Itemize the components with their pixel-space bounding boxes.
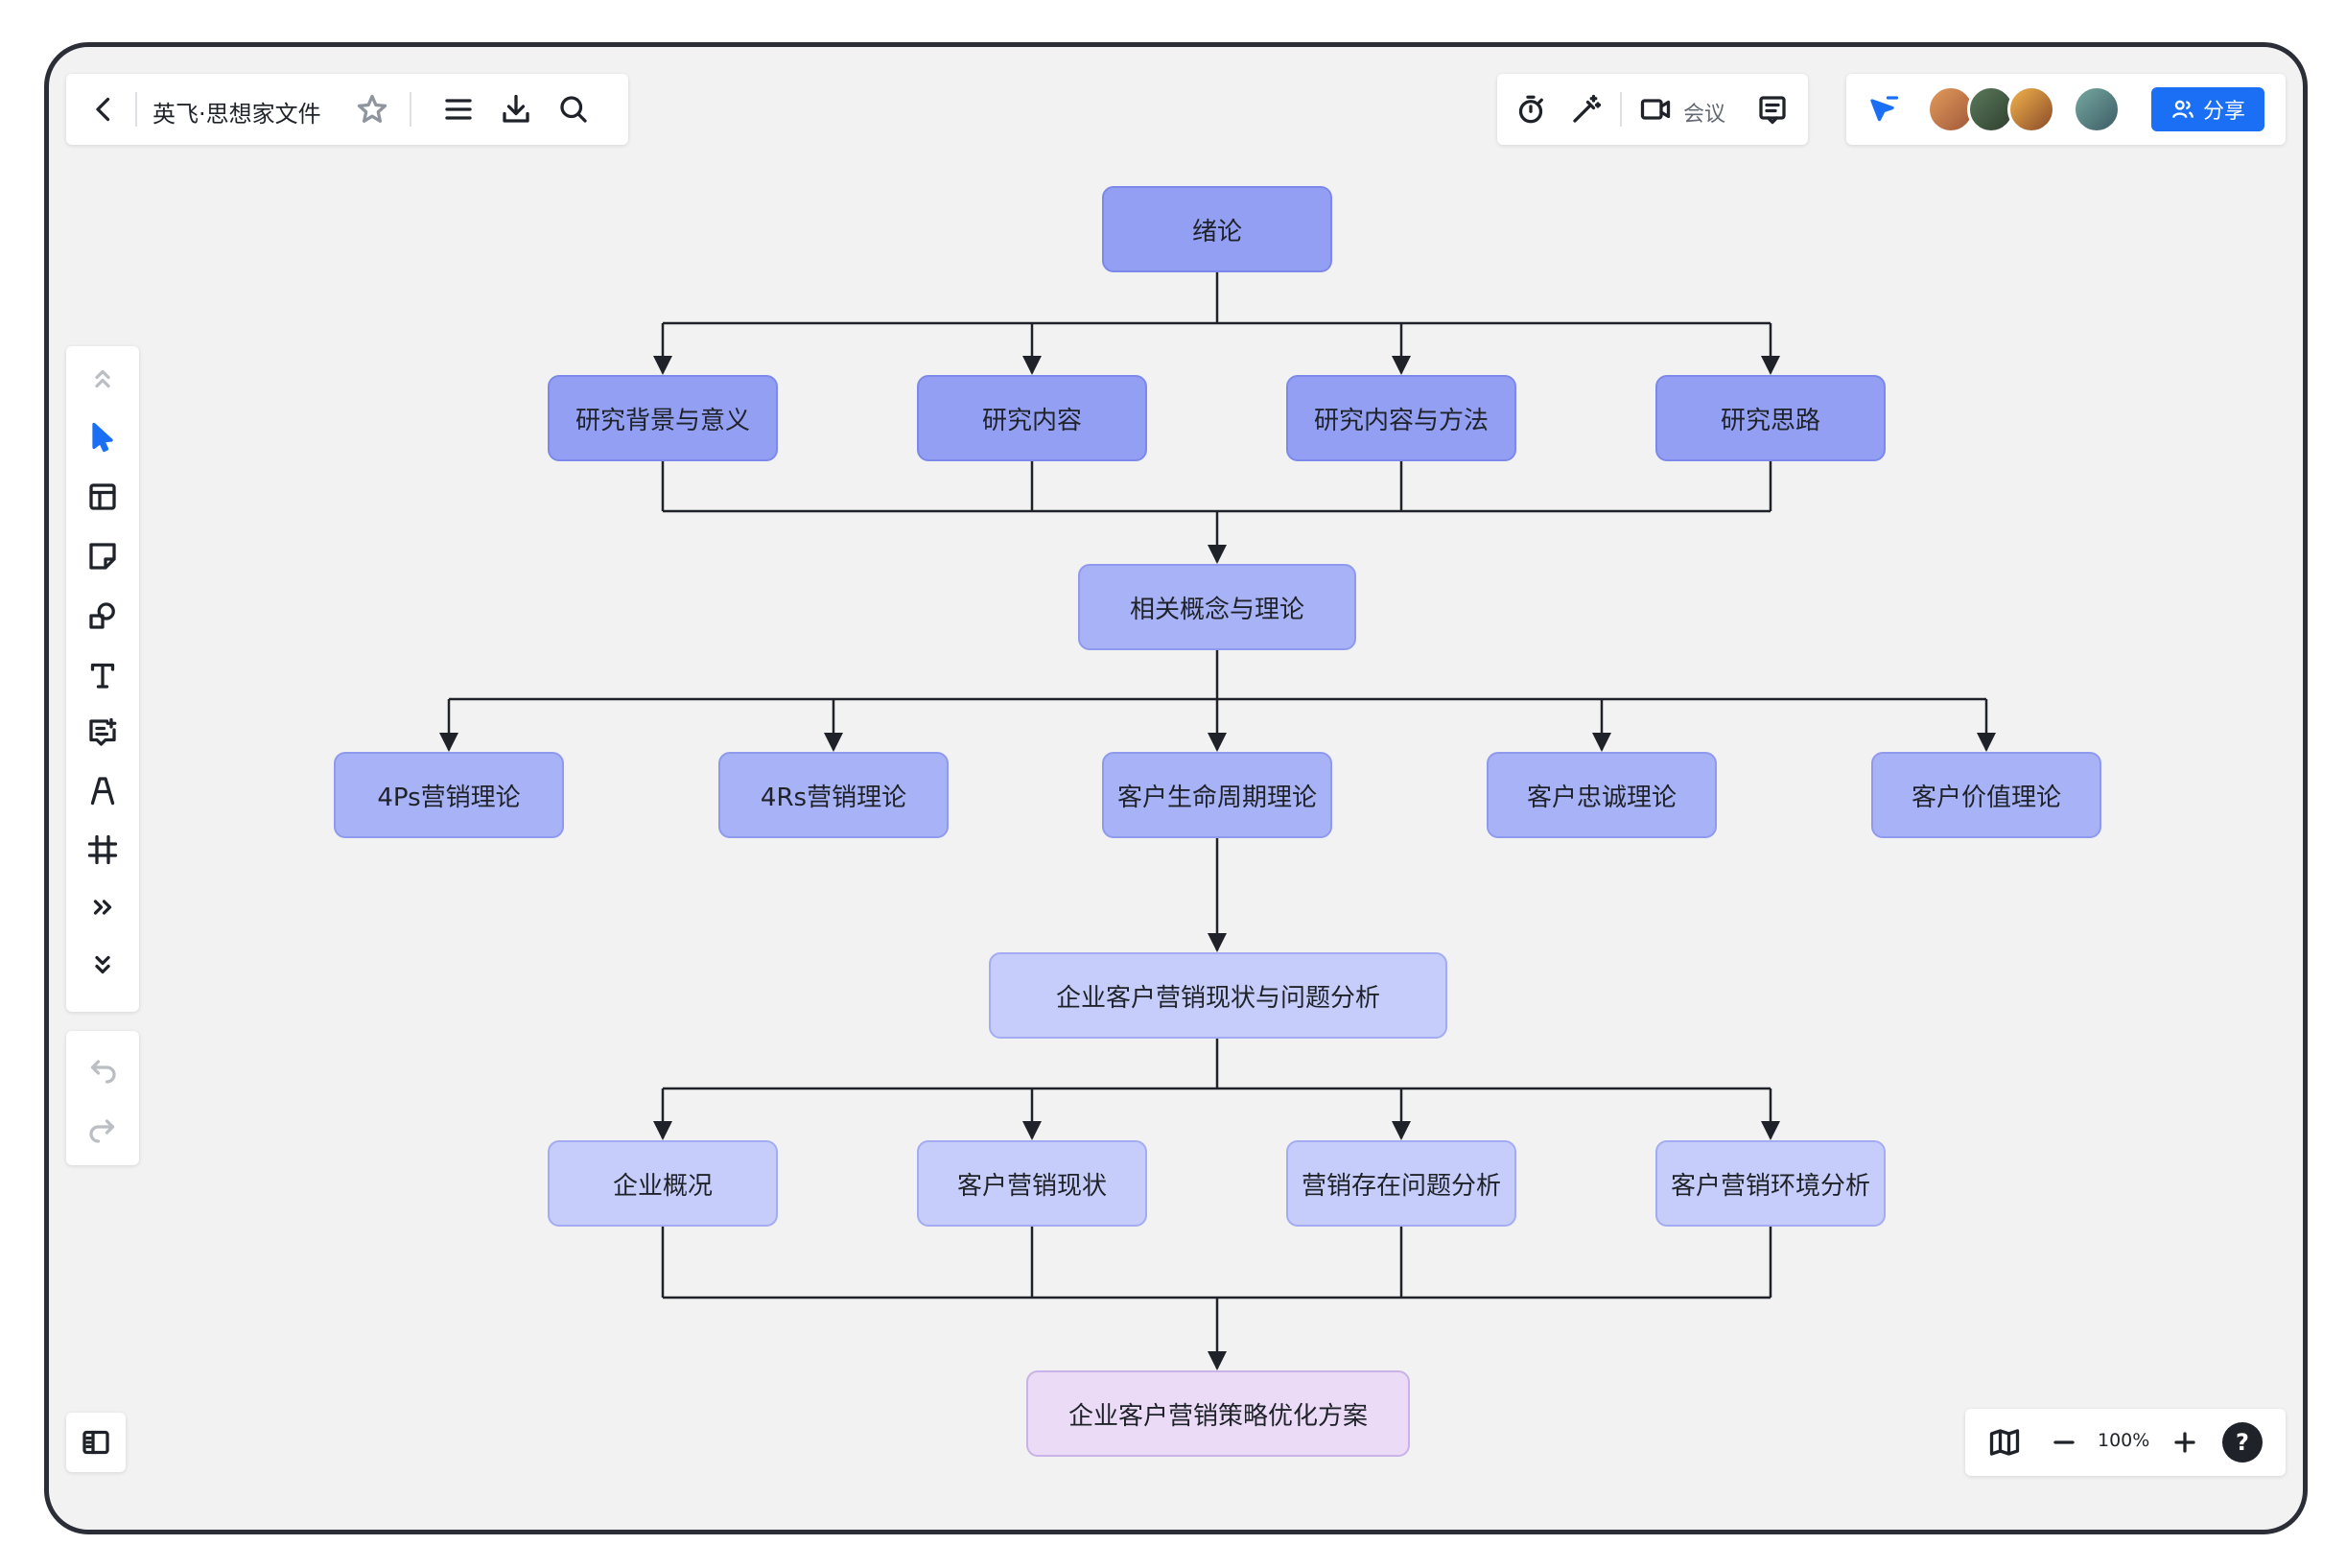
- divider: [1620, 92, 1622, 127]
- search-icon: [560, 96, 587, 123]
- expand-down-button[interactable]: [79, 941, 127, 989]
- node-level3[interactable]: 营销存在问题分析: [1286, 1140, 1516, 1227]
- search-button[interactable]: [550, 85, 598, 133]
- video-camera-icon: [1640, 99, 1671, 120]
- node-level1[interactable]: 研究内容与方法: [1286, 375, 1516, 461]
- minus-icon: [2053, 1440, 2075, 1444]
- select-tool[interactable]: [79, 413, 127, 461]
- pointer-icon: [1870, 96, 1899, 122]
- plus-icon: [2174, 1432, 2195, 1453]
- frame-tool[interactable]: [79, 826, 127, 874]
- share-toolbar: 分享: [1846, 74, 2286, 145]
- node-level3[interactable]: 企业概况: [548, 1140, 778, 1227]
- comments-button[interactable]: [1748, 85, 1796, 133]
- file-title[interactable]: 英飞·思想家文件: [152, 101, 321, 128]
- magic-wand-icon: [1573, 94, 1602, 123]
- share-button[interactable]: 分享: [2151, 87, 2264, 131]
- help-button[interactable]: ?: [2222, 1422, 2263, 1463]
- tool-palette: [66, 346, 139, 1012]
- zoom-toolbar: 100% ?: [1965, 1409, 2286, 1476]
- menu-icon: [445, 99, 472, 120]
- download-icon: [503, 94, 529, 123]
- download-button[interactable]: [492, 85, 540, 133]
- sidebar-toggle-button[interactable]: [72, 1418, 120, 1466]
- node-level2[interactable]: 客户价值理论: [1871, 752, 2101, 838]
- collab-toolbar: 会议: [1497, 74, 1808, 145]
- shapes-icon: [89, 602, 115, 629]
- back-button[interactable]: [80, 85, 128, 133]
- node-level1[interactable]: 研究思路: [1655, 375, 1886, 461]
- text-tool[interactable]: [79, 651, 127, 699]
- template-tool[interactable]: [79, 473, 127, 521]
- undo-button[interactable]: [79, 1046, 127, 1094]
- zoom-level[interactable]: 100%: [2098, 1430, 2150, 1451]
- meeting-button[interactable]: [1631, 85, 1679, 133]
- node-level2[interactable]: 4Rs营销理论: [718, 752, 949, 838]
- divider: [410, 92, 411, 127]
- avatar[interactable]: [1967, 85, 2015, 133]
- menu-button[interactable]: [434, 85, 482, 133]
- node-hub1[interactable]: 相关概念与理论: [1078, 564, 1356, 650]
- add-comment-icon: [89, 717, 117, 746]
- timer-icon: [1518, 95, 1543, 124]
- undo-icon: [90, 1060, 116, 1084]
- cursor-arrow-icon: [92, 422, 113, 453]
- redo-button[interactable]: [79, 1106, 127, 1154]
- follow-cursor-button[interactable]: [1860, 85, 1908, 133]
- sticky-note-tool[interactable]: [79, 532, 127, 580]
- minimap-button[interactable]: [1981, 1418, 2029, 1466]
- app-window: 英飞·思想家文件 会议: [44, 42, 2308, 1534]
- node-level2[interactable]: 客户忠诚理论: [1487, 752, 1717, 838]
- node-final[interactable]: 企业客户营销策略优化方案: [1026, 1370, 1410, 1457]
- sidebar-icon: [82, 1430, 109, 1455]
- star-icon: [357, 94, 387, 123]
- avatar[interactable]: [2073, 85, 2121, 133]
- comment-tool[interactable]: [79, 709, 127, 757]
- pen-icon: [90, 777, 115, 806]
- shape-tool[interactable]: [79, 592, 127, 640]
- sticky-note-icon: [89, 543, 116, 570]
- zoom-out-button[interactable]: [2040, 1418, 2088, 1466]
- meeting-label[interactable]: 会议: [1683, 103, 1726, 127]
- favorite-button[interactable]: [348, 85, 396, 133]
- collapse-up-button[interactable]: [79, 360, 127, 398]
- share-label: 分享: [2202, 100, 2245, 124]
- user-group-icon: [2172, 100, 2194, 119]
- history-toolbar: [66, 1031, 139, 1165]
- node-level1[interactable]: 研究内容: [917, 375, 1147, 461]
- pen-tool[interactable]: [79, 766, 127, 814]
- avatar[interactable]: [2007, 85, 2055, 133]
- frame-icon: [87, 834, 118, 865]
- double-chevron-down-icon: [95, 955, 110, 974]
- timer-button[interactable]: [1507, 85, 1555, 133]
- zoom-in-button[interactable]: [2161, 1418, 2209, 1466]
- node-level2[interactable]: 4Ps营销理论: [334, 752, 564, 838]
- node-level1[interactable]: 研究背景与意义: [548, 375, 778, 461]
- double-chevron-up-icon: [95, 369, 110, 388]
- question-mark-icon: ?: [2236, 1429, 2249, 1456]
- node-level3[interactable]: 客户营销环境分析: [1655, 1140, 1886, 1227]
- double-chevron-right-icon: [93, 900, 112, 915]
- redo-icon: [89, 1119, 115, 1143]
- file-toolbar: 英飞·思想家文件: [66, 74, 628, 145]
- layout-icon: [89, 483, 116, 510]
- text-icon: [90, 663, 115, 689]
- magic-button[interactable]: [1562, 85, 1610, 133]
- node-level3[interactable]: 客户营销现状: [917, 1140, 1147, 1227]
- divider: [135, 92, 137, 127]
- chevron-left-icon: [96, 97, 110, 122]
- comment-icon: [1759, 96, 1786, 125]
- sidebar-toggle-panel: [66, 1413, 126, 1472]
- flowchart-connectors: [439, 272, 1996, 1370]
- node-root[interactable]: 绪论: [1102, 186, 1332, 272]
- node-level2[interactable]: 客户生命周期理论: [1102, 752, 1332, 838]
- map-icon: [1989, 1429, 2020, 1456]
- node-hub2[interactable]: 企业客户营销现状与问题分析: [989, 952, 1447, 1039]
- more-tools-button[interactable]: [79, 883, 127, 931]
